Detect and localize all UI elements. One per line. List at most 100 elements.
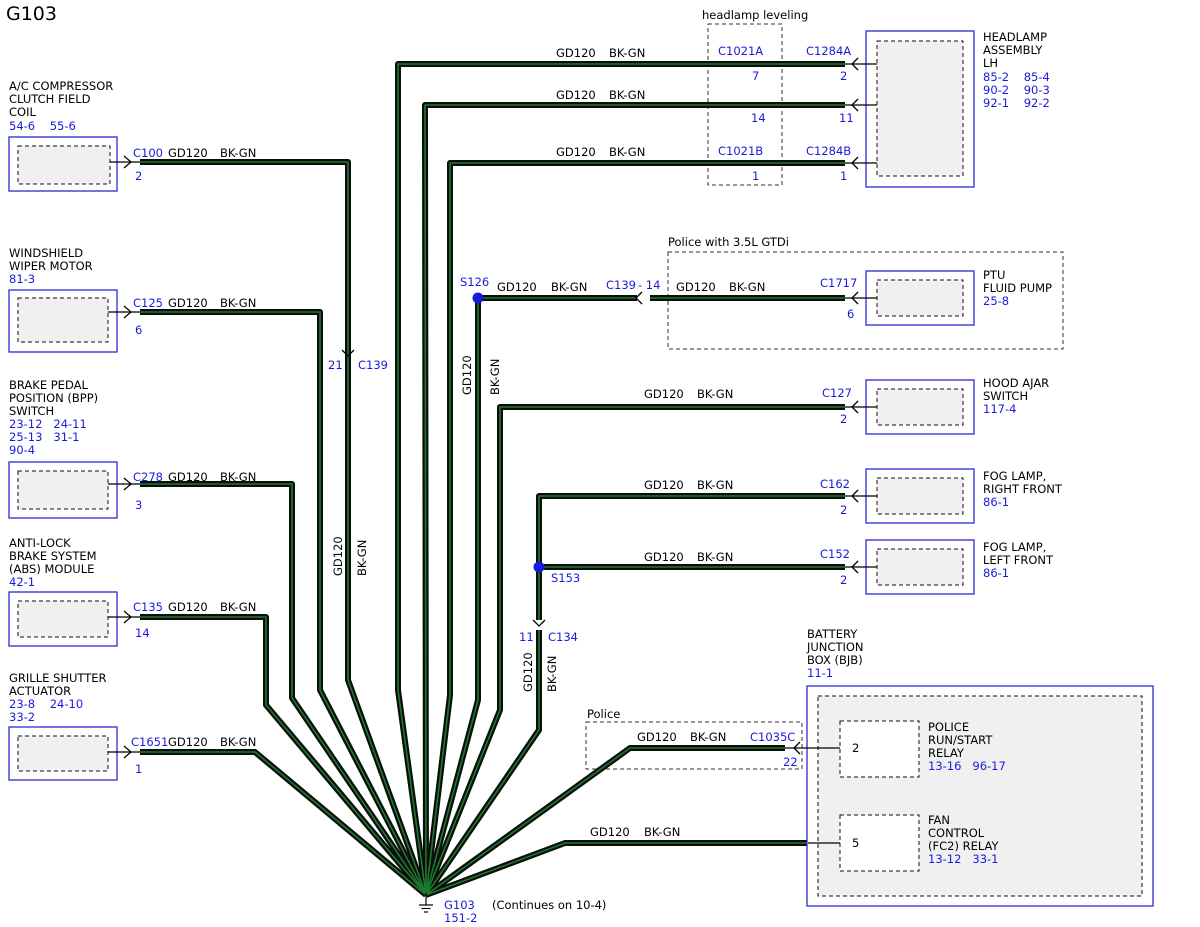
c127-pin: 2 (840, 412, 847, 426)
abs-label-2: BRAKE SYSTEM (9, 549, 97, 563)
c135-pin: 14 (135, 626, 150, 640)
grille-color: BK-GN (220, 735, 256, 749)
grille-refs-1: 23-8 24-10 (9, 697, 83, 711)
s126-vert-color: BK-GN (488, 359, 502, 395)
ac-circuit: GD120 (168, 146, 208, 160)
ac-color: BK-GN (220, 146, 256, 160)
c162-pin: 2 (840, 503, 847, 517)
hood-refs: 117-4 (983, 402, 1016, 416)
relay1-label-3: RELAY (928, 746, 965, 760)
c134-vert-color: BK-GN (545, 656, 559, 692)
fog-lf-color: BK-GN (697, 550, 733, 564)
relay1-refs: 13-16 96-17 (928, 759, 1006, 773)
s126-circuit: GD120 (497, 280, 537, 294)
c100-arrow (123, 155, 132, 169)
headlamp-label-1: HEADLAMP (983, 30, 1047, 44)
c125-label: C125 (133, 296, 163, 310)
relay2-refs: 13-12 33-1 (928, 852, 998, 866)
wiper-label-1: WINDSHIELD (9, 246, 83, 260)
c162-label: C162 (820, 477, 850, 491)
bjb-label-1: BATTERY (807, 627, 858, 641)
s153-splice (533, 561, 545, 573)
hood-label-1: HOOD AJAR (983, 376, 1049, 390)
c139-inline-pin: 21 (328, 358, 343, 372)
c134-vert-circuit: GD120 (521, 652, 535, 692)
fog-lf-label-1: FOG LAMP, (983, 540, 1046, 554)
bpp-circuit: GD120 (168, 470, 208, 484)
ac-compressor-inner (17, 145, 111, 185)
c1284a-arrow (851, 57, 859, 71)
pin11-arrow (851, 98, 859, 112)
hood-inner (876, 388, 964, 426)
fog-lf-inner (876, 548, 964, 586)
c139-ptu-pin: - 14 (638, 278, 660, 292)
fog-rf-label-1: FOG LAMP, (983, 469, 1046, 483)
c1021-pin14: 14 (751, 111, 766, 125)
c152-label: C152 (820, 547, 850, 561)
hl1-circuit: GD120 (556, 46, 596, 60)
fog-lf-circuit: GD120 (644, 550, 684, 564)
s126-splice (472, 292, 484, 304)
c125-pin: 6 (135, 323, 142, 337)
headlamp-refs-2: 90-2 90-3 (983, 83, 1050, 97)
bpp-label-1: BRAKE PEDAL (9, 378, 88, 392)
s126-label: S126 (460, 275, 489, 289)
c152-arrow (851, 560, 859, 574)
bjb-label-3: BOX (BJB) (807, 653, 863, 667)
hood-color: BK-GN (697, 387, 733, 401)
hood-circuit: GD120 (644, 387, 684, 401)
relay1-label-2: RUN/START (928, 733, 993, 747)
bpp-refs-1: 23-12 24-11 (9, 417, 87, 431)
ac-compressor-label-2: CLUTCH FIELD (9, 92, 91, 106)
ptu-inner (876, 279, 964, 317)
c1284b-pin: 1 (840, 169, 847, 183)
ptu-refs: 25-8 (983, 294, 1009, 308)
fog-rf-circuit: GD120 (644, 478, 684, 492)
c1035c-pin: 22 (783, 755, 798, 769)
c278-label: C278 (133, 470, 163, 484)
c1021b-label: C1021B (718, 144, 763, 158)
grille-circuit: GD120 (168, 735, 208, 749)
ptu-label-2: FLUID PUMP (983, 281, 1052, 295)
wire-harness-stripe (140, 63, 845, 896)
relay1-box (839, 720, 920, 778)
c135-arrow (123, 610, 132, 624)
abs-label-3: (ABS) MODULE (9, 562, 94, 576)
continues-note: (Continues on 10-4) (492, 898, 606, 912)
c125-arrow (123, 305, 132, 319)
hood-label-2: SWITCH (983, 389, 1028, 403)
headlamp-refs-3: 92-1 92-2 (983, 96, 1050, 110)
c139-vert-circuit: GD120 (331, 536, 345, 576)
fog-lf-label-2: LEFT FRONT (983, 553, 1054, 567)
c278-arrow (123, 477, 132, 491)
c135-label: C135 (133, 600, 163, 614)
ground-label: G103 (444, 898, 475, 912)
relay2-pin: 5 (852, 836, 859, 850)
page-title: G103 (6, 3, 57, 25)
c134-label: C134 (548, 630, 578, 644)
c1651-arrow (123, 745, 132, 759)
bjb-label-2: JUNCTION (806, 640, 864, 654)
wiper-inner (17, 297, 109, 343)
relay1-pin: 2 (852, 741, 859, 755)
c1284b-arrow (851, 156, 859, 170)
ground-symbol (419, 893, 433, 913)
relay2-label-1: FAN (928, 813, 950, 827)
c278-pin: 3 (135, 498, 142, 512)
c134-pin: 11 (519, 630, 534, 644)
grille-label-2: ACTUATOR (9, 684, 71, 698)
c100-label: C100 (133, 146, 163, 160)
hl3-color: BK-GN (609, 145, 645, 159)
police-color: BK-GN (690, 730, 726, 744)
police-group (585, 721, 803, 770)
wiper-label-2: WIPER MOTOR (9, 259, 93, 273)
c139-inline-arrow (341, 349, 355, 357)
s126-vert-circuit: GD120 (460, 355, 474, 395)
c100-pin: 2 (135, 169, 142, 183)
police-circuit: GD120 (637, 730, 677, 744)
bpp-label-3: SWITCH (9, 404, 54, 418)
c127-arrow (851, 400, 859, 414)
c1021b-pin: 1 (752, 169, 759, 183)
relay2-label-2: CONTROL (928, 826, 985, 840)
